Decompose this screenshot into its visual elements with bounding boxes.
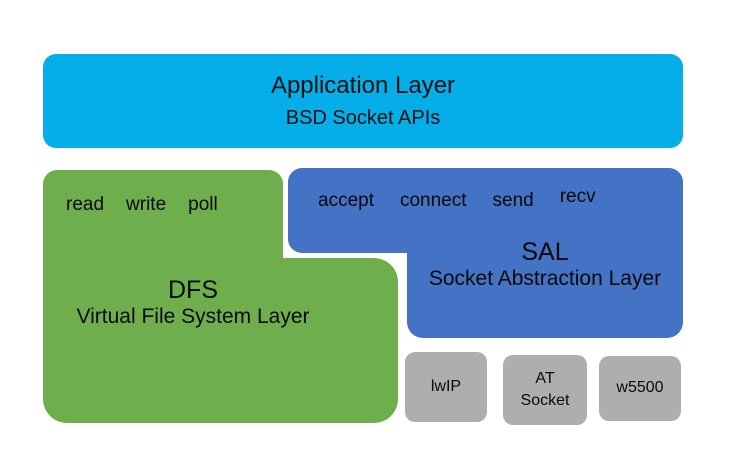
- dfs-layer-box[interactable]: [43, 258, 398, 423]
- driver-box-lwip[interactable]: lwIP: [405, 352, 487, 422]
- dfs-subtitle: Virtual File System Layer: [76, 305, 310, 328]
- sal-layer-box[interactable]: [407, 240, 683, 338]
- dfs-title: DFS: [168, 276, 218, 304]
- application-layer-subtitle: BSD Socket APIs: [285, 107, 441, 129]
- driver-box-at-socket-label: AT Socket: [521, 368, 570, 413]
- sal-api-accept[interactable]: accept: [318, 190, 374, 211]
- sal-api-list: accept connect send recv: [318, 186, 596, 212]
- sal-layer-text: SAL Socket Abstraction Layer: [403, 239, 687, 291]
- sal-api-recv[interactable]: recv: [559, 186, 596, 207]
- dfs-api-poll[interactable]: poll: [188, 194, 218, 215]
- driver-box-w5500[interactable]: w5500: [599, 356, 681, 421]
- sal-api-send[interactable]: send: [492, 190, 534, 211]
- driver-lwip-line1: lwIP: [430, 377, 462, 395]
- driver-w5500-line1: w5500: [616, 379, 664, 397]
- driver-box-w5500-label: w5500: [616, 377, 663, 399]
- driver-at-socket-line1: AT: [535, 369, 555, 387]
- application-layer-box[interactable]: Application Layer BSD Socket APIs: [43, 54, 683, 148]
- dfs-api-write[interactable]: write: [126, 194, 167, 215]
- driver-box-at-socket[interactable]: AT Socket: [503, 355, 587, 425]
- application-layer-title: Application Layer: [270, 72, 456, 99]
- sal-api-connect[interactable]: connect: [399, 190, 467, 211]
- dfs-layer-text: DFS Virtual File System Layer: [43, 277, 343, 329]
- dfs-api-list: read write poll: [66, 194, 218, 216]
- sal-subtitle: Socket Abstraction Layer: [428, 267, 662, 290]
- dfs-api-read[interactable]: read: [66, 194, 105, 215]
- sal-title: SAL: [521, 238, 569, 266]
- driver-at-socket-line2: Socket: [520, 392, 570, 409]
- driver-box-lwip-label: lwIP: [431, 376, 461, 398]
